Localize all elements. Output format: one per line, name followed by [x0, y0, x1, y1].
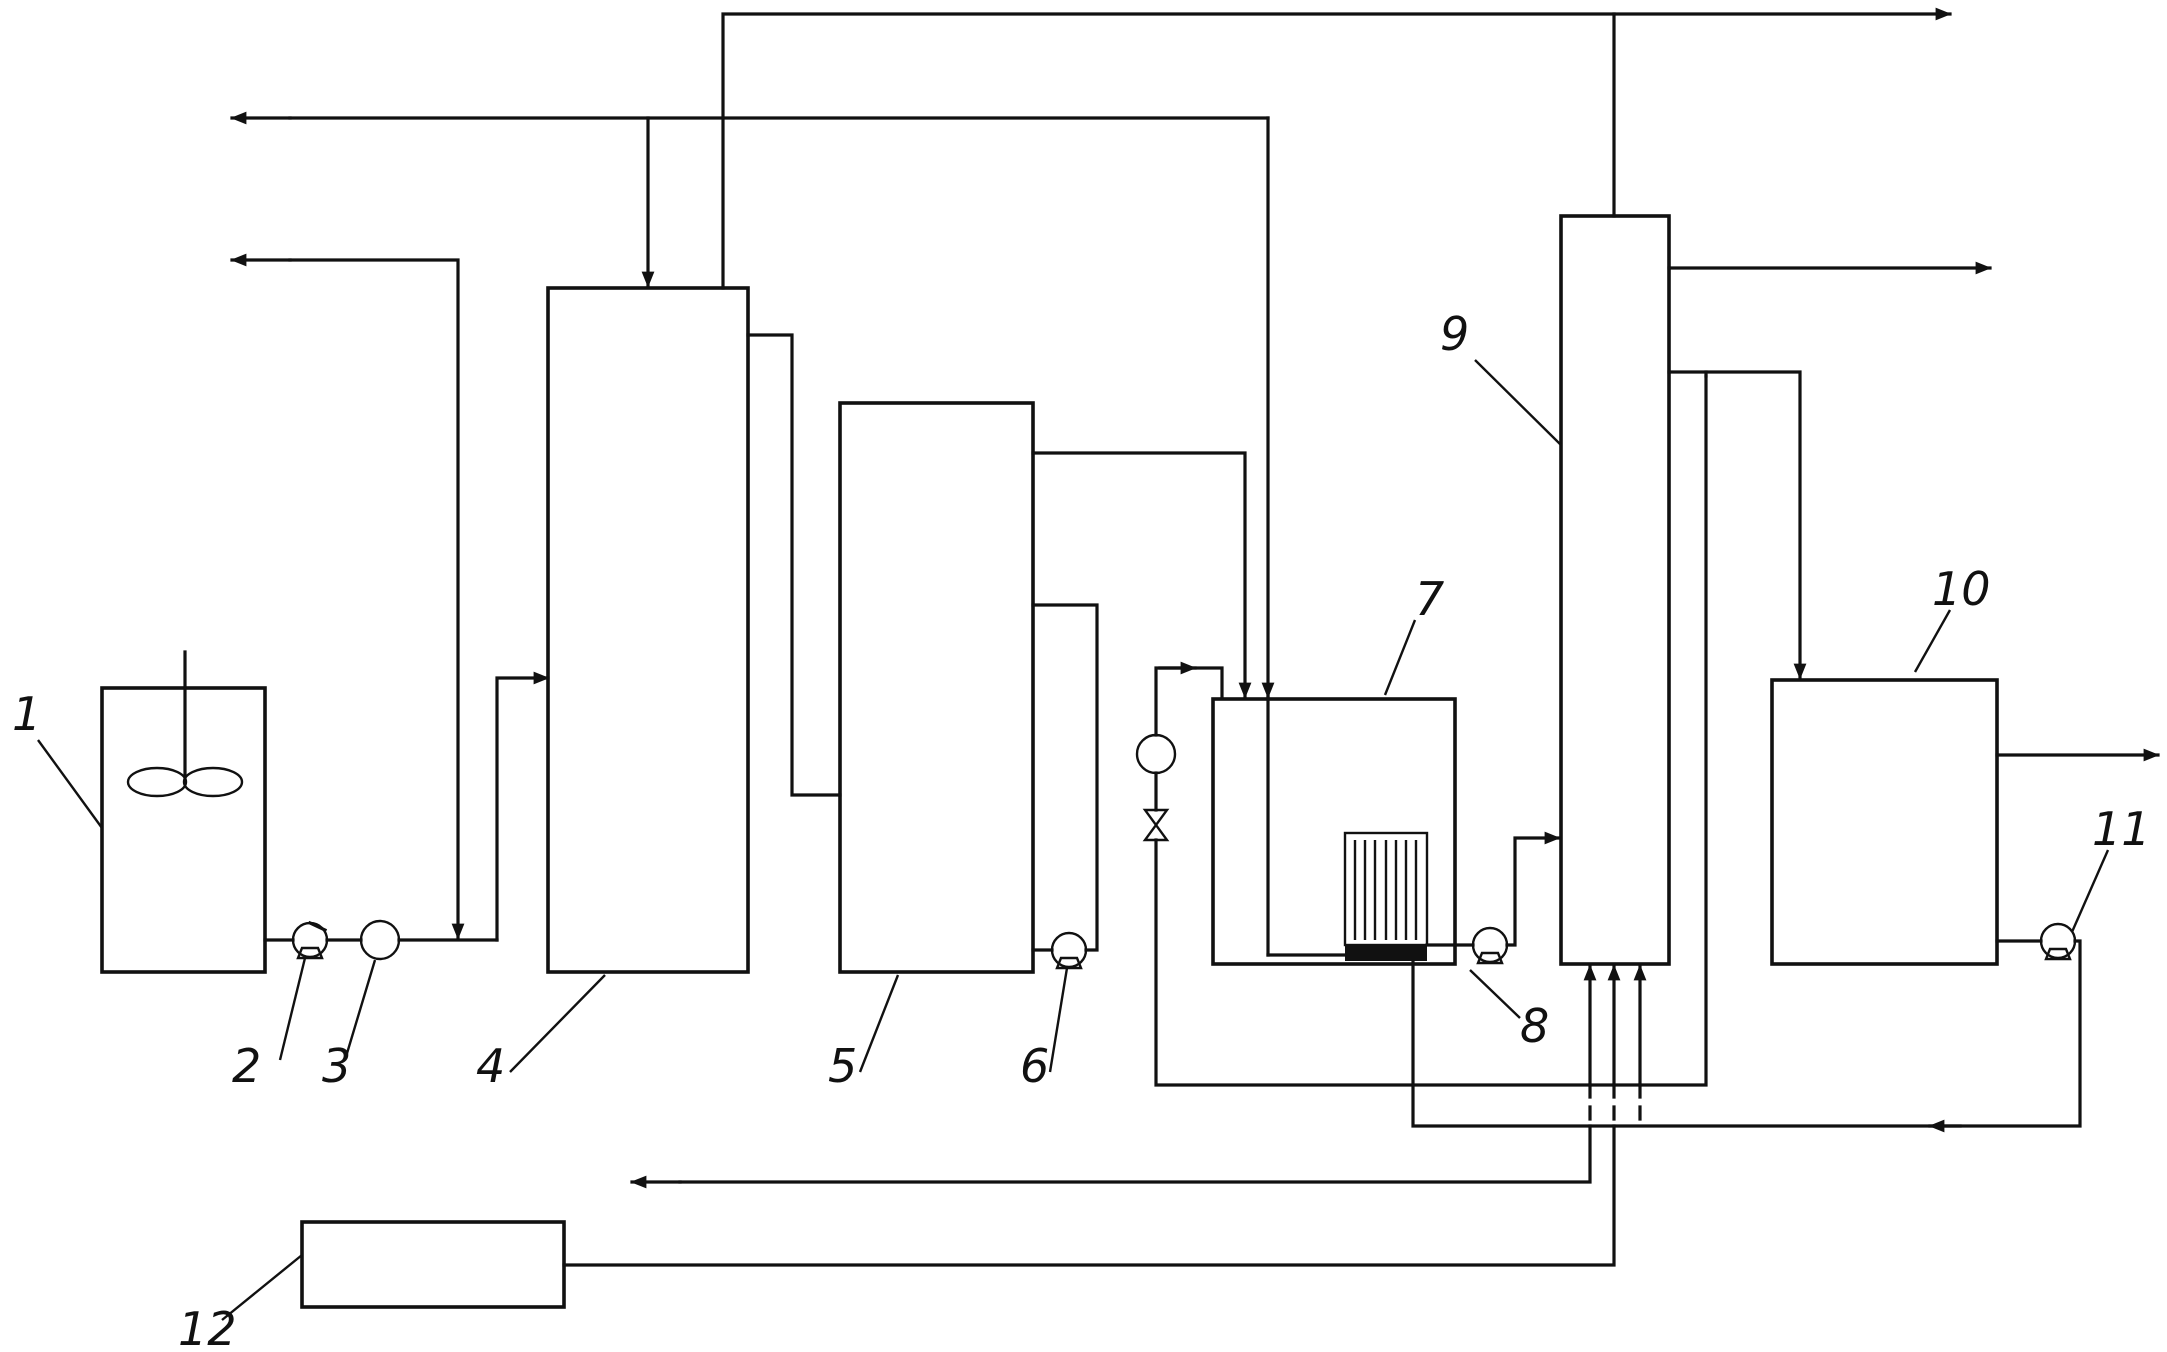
pipe-bottom-left — [630, 1124, 1592, 1189]
tank-10 — [1770, 678, 1999, 966]
pump-6 — [1050, 931, 1088, 970]
label-7: 7 — [1415, 572, 1444, 626]
column-4 — [546, 286, 750, 974]
label-6: 6 — [1020, 1039, 1049, 1093]
label-5: 5 — [828, 1039, 857, 1093]
pump-11 — [2039, 922, 2077, 961]
flow-meter-7 — [1135, 733, 1177, 775]
label-1: 1 — [12, 687, 41, 741]
valve-icon — [1142, 808, 1170, 842]
label-12: 12 — [178, 1302, 237, 1352]
pipe-9-bottom-inlets — [1583, 964, 1647, 1128]
pipe-line-118 — [230, 111, 1347, 957]
label-3: 3 — [322, 1039, 351, 1093]
pipe-5-to-6 — [1031, 603, 1099, 952]
pipe-feed — [263, 671, 550, 942]
label-11: 11 — [2092, 802, 2151, 856]
pipe-recycle-7 — [1154, 374, 1708, 1087]
pipe-9-outlets — [1667, 261, 1992, 680]
membrane-module-fibers — [1353, 840, 1418, 940]
tower-9 — [1559, 214, 1671, 966]
pump-8 — [1471, 926, 1509, 965]
pipe-12 — [562, 1124, 1616, 1267]
label-9: 9 — [1440, 307, 1469, 361]
meter-3 — [359, 919, 401, 961]
pipe-11-return — [1411, 939, 2082, 1133]
pipe-7-to-9 — [1425, 831, 1561, 947]
pipe-5-to-7 — [1031, 451, 1252, 699]
label-8: 8 — [1520, 999, 1549, 1053]
label-2: 2 — [232, 1039, 261, 1093]
label-4: 4 — [476, 1039, 505, 1093]
unit-12 — [300, 1220, 566, 1309]
label-10: 10 — [1932, 562, 1991, 616]
pipe-line-top — [721, 7, 1952, 290]
leader-lines — [37, 359, 2110, 1321]
column-5 — [838, 401, 1035, 974]
pipe-4-to-5 — [746, 333, 842, 797]
membrane-tank-7 — [1211, 697, 1457, 966]
pipe-inlet-260 — [230, 253, 465, 940]
stirred-tank-1 — [100, 650, 267, 974]
pipe-10-out — [1995, 748, 2160, 943]
pump-2 — [291, 920, 329, 960]
